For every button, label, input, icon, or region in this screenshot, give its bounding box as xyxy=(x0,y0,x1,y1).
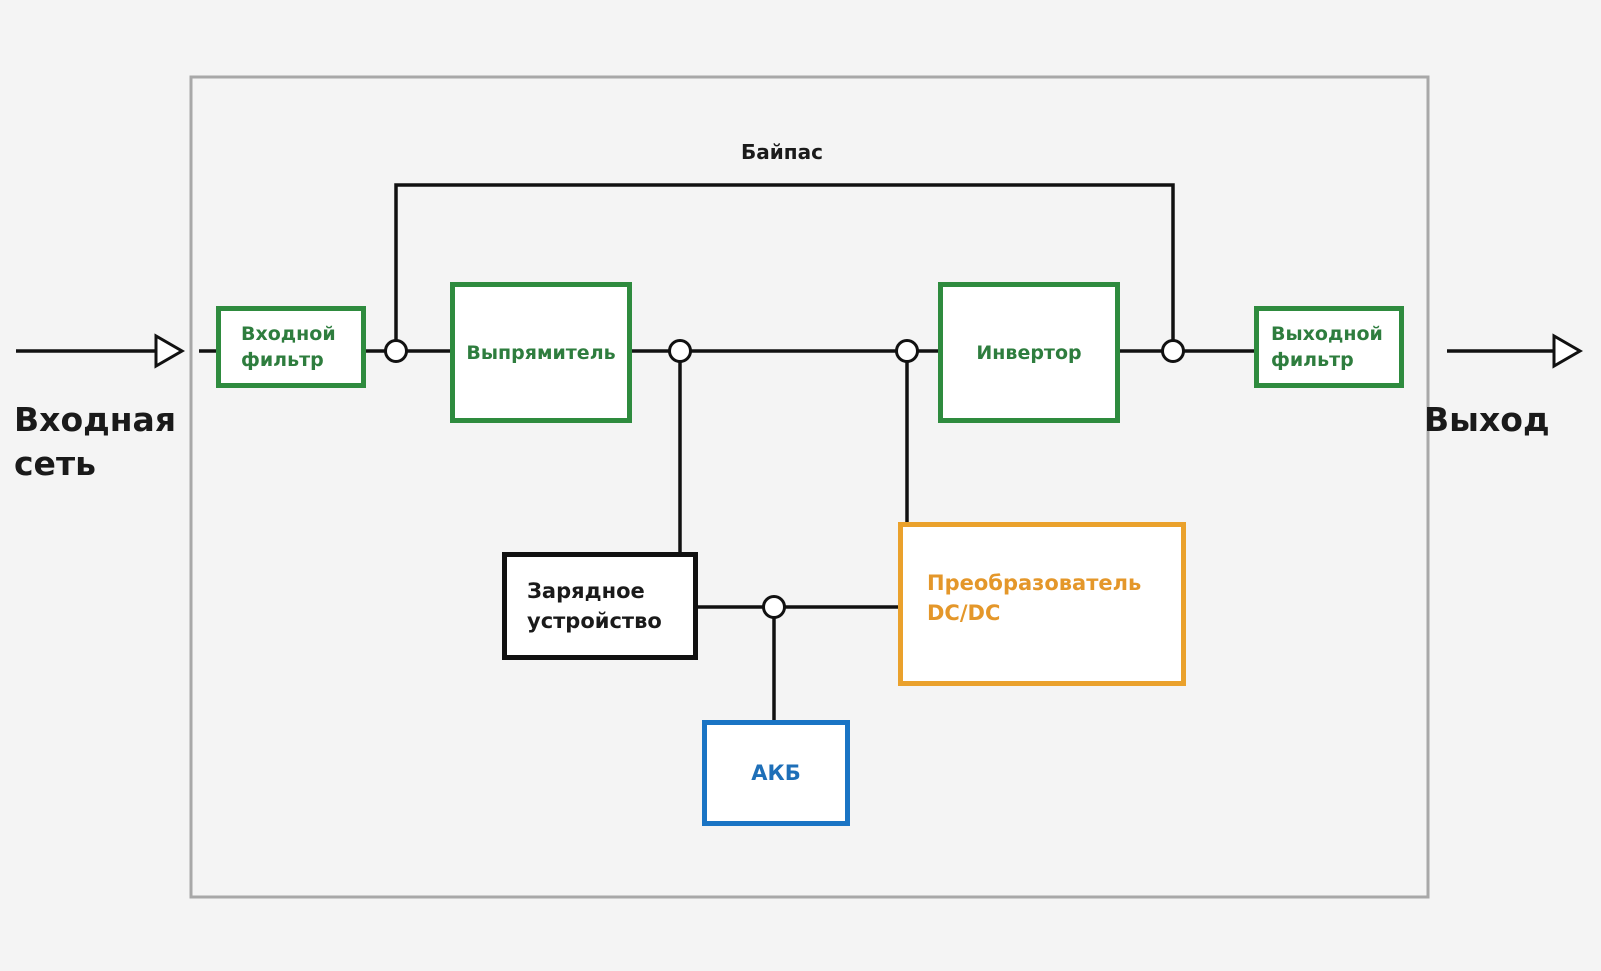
output-filter-block: Выходной фильтр xyxy=(1254,306,1404,388)
dcdc-converter-block: Преобразователь DC/DC xyxy=(898,522,1186,686)
junction-node xyxy=(895,339,919,363)
input-network-label: Входная сеть xyxy=(14,400,177,483)
bypass-line xyxy=(394,183,1175,351)
output-arrow-icon xyxy=(1552,333,1584,369)
ups-enclosure-frame xyxy=(189,75,1430,899)
junction-node xyxy=(384,339,408,363)
input-filter-block: Входной фильтр xyxy=(216,306,366,388)
output-label: Выход xyxy=(1424,400,1550,439)
battery-block: АКБ xyxy=(702,720,850,826)
charger-block: Зарядное устройство xyxy=(502,552,698,660)
rectifier-block: Выпрямитель xyxy=(450,282,632,423)
input-arrow-icon xyxy=(154,333,186,369)
junction-node xyxy=(1161,339,1185,363)
junction-node xyxy=(762,595,786,619)
bypass-label: Байпас xyxy=(741,140,823,164)
junction-node xyxy=(668,339,692,363)
inverter-block: Инвертор xyxy=(938,282,1120,423)
